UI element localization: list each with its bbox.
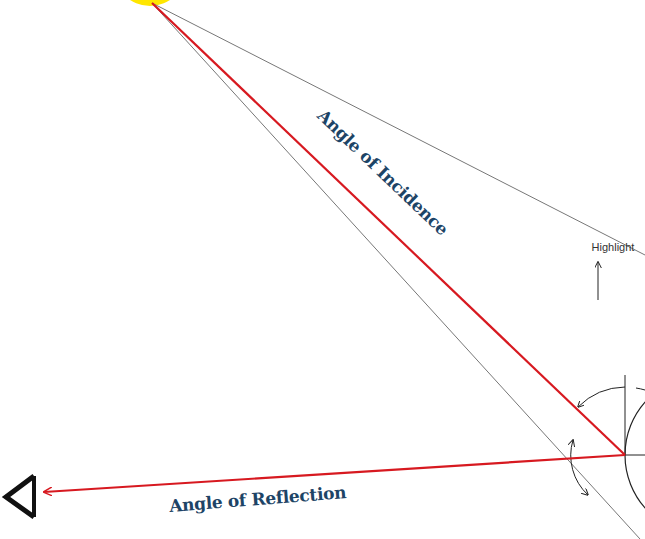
ray-label: Angle of Reflection [169,484,347,515]
ray-label: Angle of Incidence [315,106,452,238]
highlight-arrow [598,262,599,300]
angle-arc [578,387,625,407]
highlight-label: Highlight [592,242,635,253]
light-ray [152,3,645,255]
normal-line [625,455,645,456]
incidence-ray [152,3,625,455]
angle-arc [571,440,588,495]
eye-symbol [6,476,34,517]
angle-arc [636,388,645,390]
sphere [625,375,645,535]
eye-symbol [32,476,36,517]
light-source [114,0,186,6]
